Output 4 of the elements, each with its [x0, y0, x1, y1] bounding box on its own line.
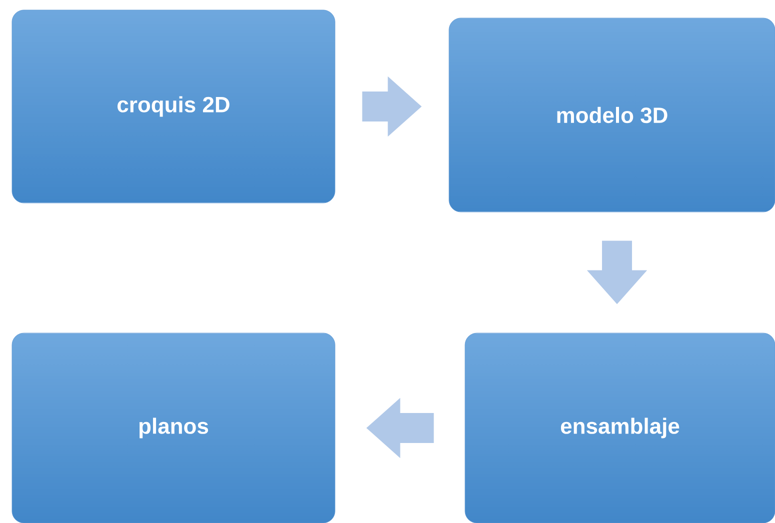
process-box: croquis 2D [12, 10, 336, 204]
process-box: modelo 3D [448, 18, 775, 212]
process-box: planos [12, 332, 336, 523]
process-box: ensamblaje [464, 332, 775, 523]
